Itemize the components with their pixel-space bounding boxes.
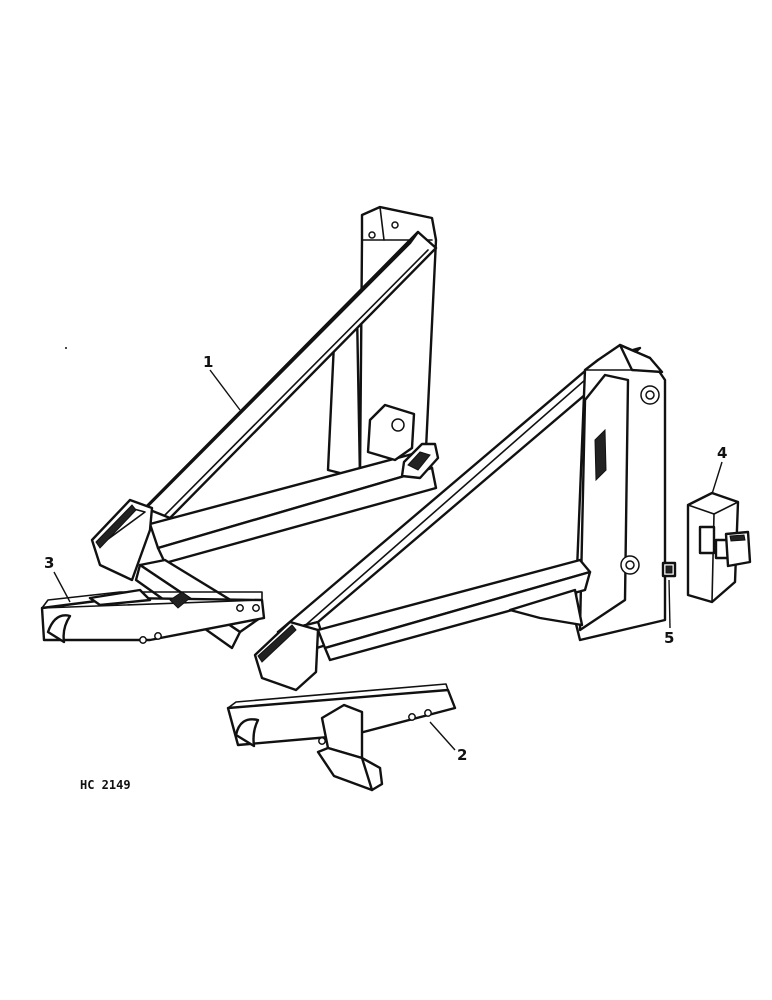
callout-4: 4	[711, 444, 727, 495]
callout-3: 3	[44, 554, 71, 603]
callout-2: 2	[429, 721, 467, 764]
front-bracket	[226, 683, 457, 792]
svg-text:2: 2	[457, 746, 467, 764]
scan-speck	[65, 347, 67, 349]
square-nut	[661, 561, 677, 578]
svg-text:4: 4	[717, 444, 727, 462]
svg-text:5: 5	[664, 629, 674, 647]
main-frame	[90, 205, 667, 692]
svg-text:3: 3	[44, 554, 54, 572]
callout-1: 1	[203, 353, 241, 411]
svg-text:1: 1	[203, 353, 213, 371]
figure-id: HC 2149	[80, 778, 131, 792]
mounting-clamp	[686, 491, 752, 604]
callout-5: 5	[664, 579, 674, 647]
rear-bracket	[40, 588, 266, 644]
